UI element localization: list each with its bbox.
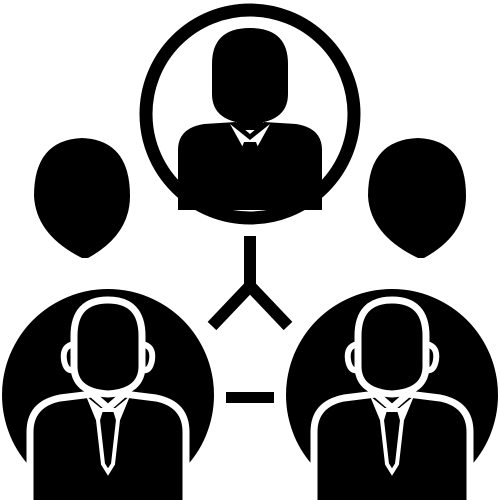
horizontal-link-icon: [226, 392, 274, 403]
left-person-icon: [2, 289, 214, 500]
y-connector-icon: [207, 236, 293, 331]
top-person-icon: [139, 3, 361, 225]
right-balloon-icon: [368, 138, 466, 258]
left-balloon-icon: [34, 138, 130, 258]
right-person-icon: [286, 289, 498, 500]
